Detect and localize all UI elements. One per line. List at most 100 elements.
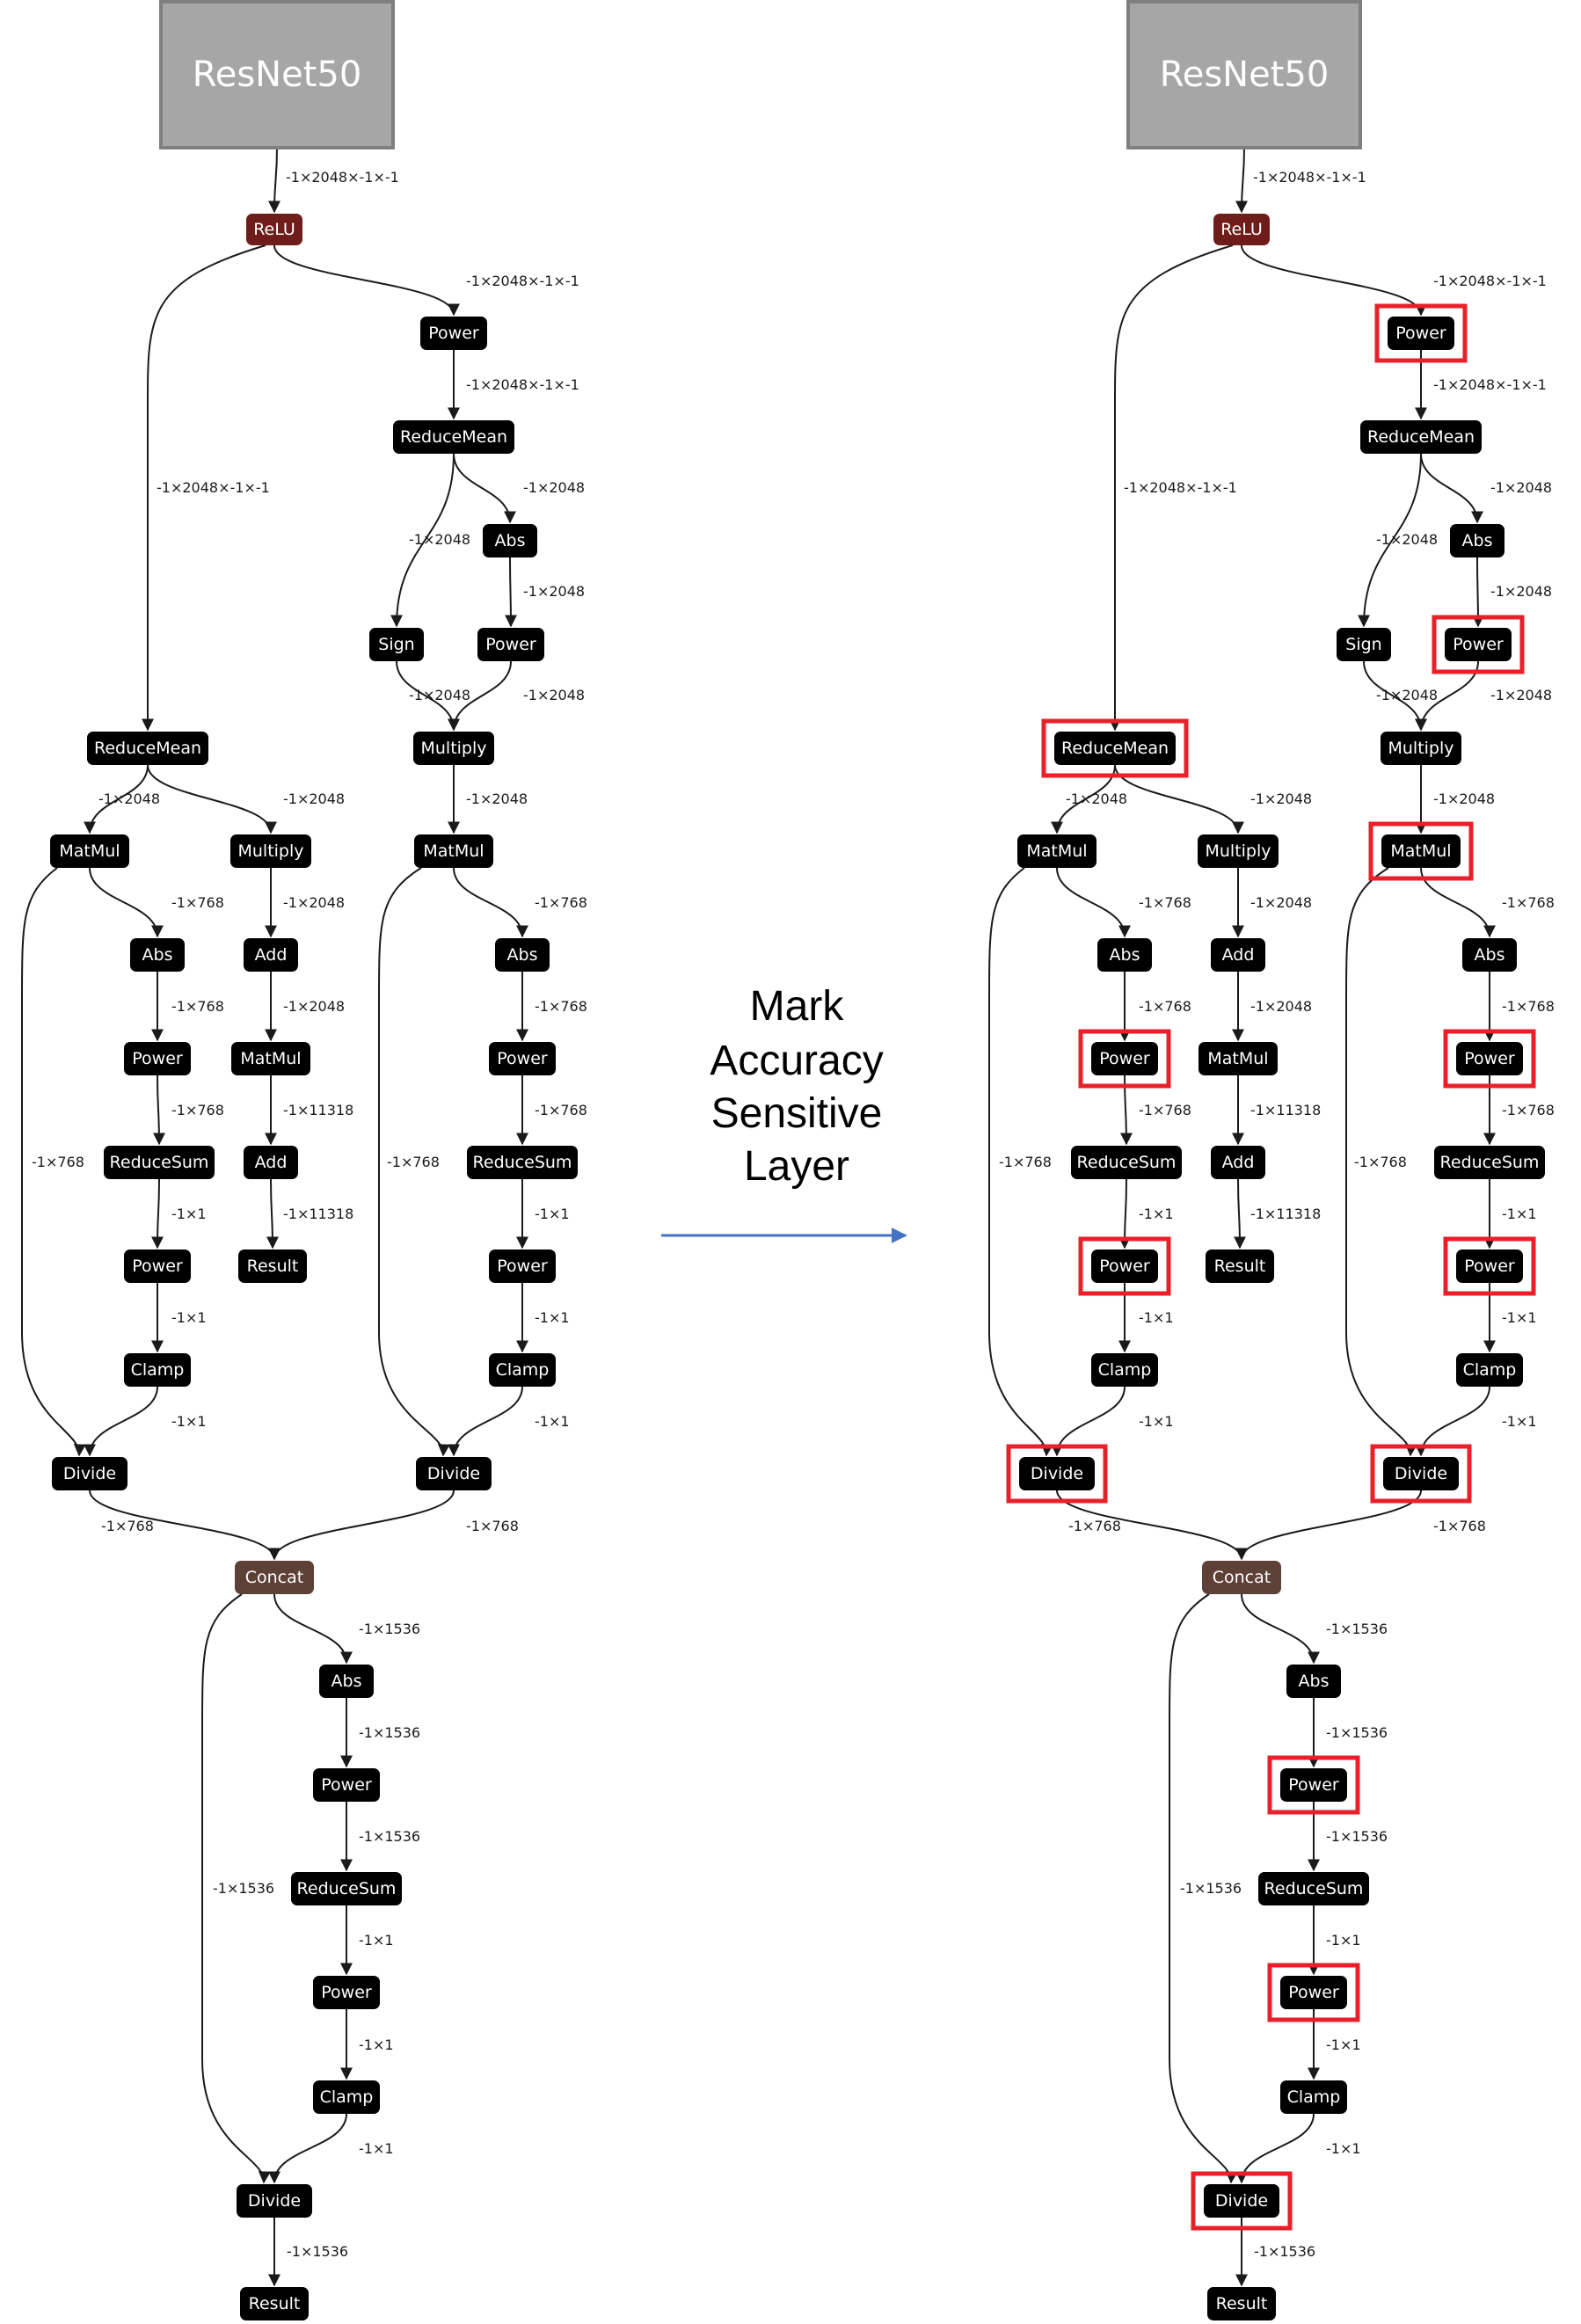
node-matmul_m[interactable]: MatMul bbox=[1198, 1042, 1278, 1075]
node-multiply_a[interactable]: Multiply bbox=[413, 732, 494, 765]
node-power_l1[interactable]: Power bbox=[1078, 1029, 1171, 1089]
node-matmul_r[interactable]: MatMul bbox=[414, 834, 493, 868]
node-resnet[interactable]: ResNet50 bbox=[1126, 0, 1362, 149]
node-power_c2[interactable]: Power bbox=[313, 1976, 380, 2009]
node-power_l2[interactable]: Power bbox=[1078, 1236, 1171, 1296]
node-resnet[interactable]: ResNet50 bbox=[159, 0, 395, 149]
node-power_r1[interactable]: Power bbox=[1443, 1029, 1536, 1089]
node-reducesum_c[interactable]: ReduceSum bbox=[1258, 1872, 1369, 1905]
node-label: Abs bbox=[495, 531, 526, 550]
node-power_c1[interactable]: Power bbox=[1267, 1755, 1360, 1815]
node-abs_c[interactable]: Abs bbox=[1286, 1665, 1341, 1698]
node-abs_c[interactable]: Abs bbox=[319, 1665, 374, 1698]
node-box bbox=[1383, 1457, 1459, 1490]
node-reducesum_l[interactable]: ReduceSum bbox=[1071, 1146, 1182, 1179]
node-result_c[interactable]: Result bbox=[240, 2287, 309, 2320]
node-reducesum_r[interactable]: ReduceSum bbox=[467, 1146, 578, 1179]
node-reducemean_a[interactable]: ReduceMean bbox=[393, 420, 514, 454]
node-result_m[interactable]: Result bbox=[238, 1249, 307, 1283]
node-label: Power bbox=[1453, 635, 1504, 654]
node-abs_r[interactable]: Abs bbox=[1462, 938, 1517, 972]
node-matmul_l[interactable]: MatMul bbox=[50, 834, 129, 868]
edge-power_l1-reducesum_l bbox=[152, 1075, 165, 1146]
node-result_m[interactable]: Result bbox=[1206, 1249, 1274, 1283]
node-add_m1[interactable]: Add bbox=[244, 938, 298, 972]
node-reducesum_c[interactable]: ReduceSum bbox=[291, 1872, 402, 1905]
node-power_r2[interactable]: Power bbox=[489, 1249, 556, 1283]
node-power_b[interactable]: Power bbox=[1432, 615, 1525, 674]
node-power_r2[interactable]: Power bbox=[1443, 1236, 1536, 1296]
sensitive-layer-mark bbox=[1267, 1755, 1360, 1815]
node-multiply_m[interactable]: Multiply bbox=[230, 834, 311, 868]
node-add_m1[interactable]: Add bbox=[1211, 938, 1265, 972]
node-matmul_m[interactable]: MatMul bbox=[231, 1042, 310, 1075]
edge-label-abs_a-power_b: -1×2048 bbox=[523, 583, 585, 600]
edge-label-matmul_l-divide_l: -1×768 bbox=[32, 1154, 84, 1170]
node-sign[interactable]: Sign bbox=[369, 628, 424, 661]
node-divide_l[interactable]: Divide bbox=[1006, 1444, 1108, 1504]
node-power_l1[interactable]: Power bbox=[124, 1042, 191, 1075]
node-matmul_r[interactable]: MatMul bbox=[1368, 821, 1474, 881]
node-divide_l[interactable]: Divide bbox=[52, 1457, 128, 1490]
node-box bbox=[1207, 2287, 1276, 2320]
node-clamp_r[interactable]: Clamp bbox=[1456, 1353, 1523, 1387]
node-label: MatMul bbox=[1207, 1049, 1268, 1068]
node-relu[interactable]: ReLU bbox=[246, 214, 302, 245]
node-label: ReduceSum bbox=[1077, 1153, 1177, 1172]
node-result_c[interactable]: Result bbox=[1207, 2287, 1276, 2320]
node-clamp_l[interactable]: Clamp bbox=[124, 1353, 191, 1387]
node-abs_l[interactable]: Abs bbox=[130, 938, 185, 972]
node-multiply_m[interactable]: Multiply bbox=[1198, 834, 1279, 868]
node-label: Abs bbox=[332, 1672, 362, 1691]
node-abs_l[interactable]: Abs bbox=[1097, 938, 1152, 972]
node-label: Clamp bbox=[496, 1360, 550, 1380]
node-label: ReLU bbox=[253, 220, 295, 239]
node-clamp_c[interactable]: Clamp bbox=[313, 2080, 380, 2114]
node-power_r1[interactable]: Power bbox=[489, 1042, 556, 1075]
node-box bbox=[1198, 1042, 1278, 1075]
node-reducemean_a[interactable]: ReduceMean bbox=[1360, 420, 1482, 454]
node-divide_r[interactable]: Divide bbox=[416, 1457, 492, 1490]
edge-label-relu-power_a: -1×2048×-1×-1 bbox=[466, 273, 579, 289]
node-power_c2[interactable]: Power bbox=[1267, 1963, 1360, 2022]
node-abs_r[interactable]: Abs bbox=[495, 938, 550, 972]
original-graph: -1×2048×-1×-1-1×2048×-1×-1-1×2048×-1×-1-… bbox=[21, 0, 587, 2320]
node-concat[interactable]: Concat bbox=[1202, 1561, 1281, 1594]
node-add_m2[interactable]: Add bbox=[1211, 1146, 1265, 1179]
edge-label-power_l1-reducesum_l: -1×768 bbox=[1139, 1102, 1191, 1118]
node-clamp_r[interactable]: Clamp bbox=[489, 1353, 556, 1387]
node-reducesum_r[interactable]: ReduceSum bbox=[1434, 1146, 1545, 1179]
node-clamp_l[interactable]: Clamp bbox=[1091, 1353, 1158, 1387]
node-relu[interactable]: ReLU bbox=[1213, 214, 1270, 245]
node-power_l2[interactable]: Power bbox=[124, 1249, 191, 1283]
node-concat[interactable]: Concat bbox=[235, 1561, 314, 1594]
node-multiply_a[interactable]: Multiply bbox=[1381, 732, 1461, 765]
node-reducemean_b[interactable]: ReduceMean bbox=[87, 732, 208, 765]
edge-concat-divide_c bbox=[201, 1593, 271, 2184]
node-matmul_l[interactable]: MatMul bbox=[1017, 834, 1096, 868]
edge-label-power_a-reducemean_a: -1×2048×-1×-1 bbox=[1433, 376, 1547, 393]
node-add_m2[interactable]: Add bbox=[244, 1146, 298, 1179]
node-sign[interactable]: Sign bbox=[1337, 628, 1391, 661]
node-box bbox=[52, 1457, 128, 1490]
node-divide_c[interactable]: Divide bbox=[237, 2184, 312, 2218]
node-power_a[interactable]: Power bbox=[420, 317, 487, 350]
node-reducesum_l[interactable]: ReduceSum bbox=[104, 1146, 215, 1179]
node-divide_c[interactable]: Divide bbox=[1191, 2171, 1293, 2231]
node-box bbox=[124, 1249, 191, 1283]
node-abs_a[interactable]: Abs bbox=[483, 524, 537, 557]
node-box bbox=[1202, 1561, 1281, 1594]
edge-divide_l-concat bbox=[89, 1490, 280, 1561]
node-power_a[interactable]: Power bbox=[1374, 303, 1468, 363]
node-label: Add bbox=[255, 945, 288, 965]
edge-label-divide_r-concat: -1×768 bbox=[1433, 1518, 1486, 1534]
node-label: Result bbox=[1214, 1257, 1266, 1276]
node-divide_r[interactable]: Divide bbox=[1370, 1444, 1472, 1504]
edge-label-matmul_m-add_m2: -1×11318 bbox=[283, 1102, 353, 1118]
node-abs_a[interactable]: Abs bbox=[1450, 524, 1504, 557]
node-power_c1[interactable]: Power bbox=[313, 1768, 380, 1802]
node-clamp_c[interactable]: Clamp bbox=[1280, 2080, 1347, 2114]
node-power_b[interactable]: Power bbox=[477, 628, 544, 661]
node-label: Power bbox=[497, 1049, 548, 1068]
node-reducemean_b[interactable]: ReduceMean bbox=[1041, 718, 1189, 778]
